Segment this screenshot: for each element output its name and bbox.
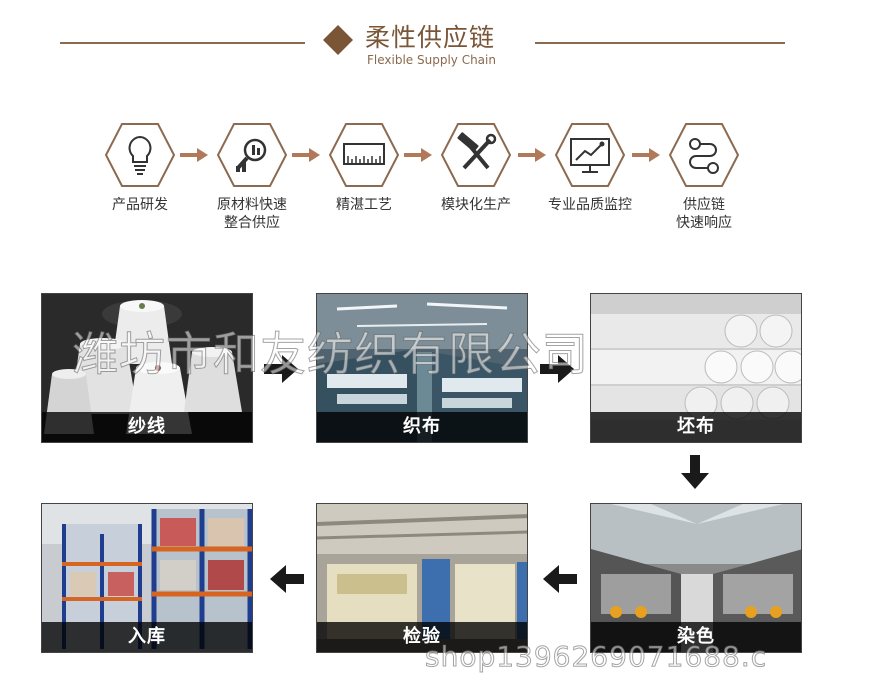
arrow-right-icon [518, 148, 546, 162]
ruler-icon [328, 122, 400, 188]
magnifier-icon [216, 122, 288, 188]
arrow-left-icon [270, 565, 304, 593]
header-line-left [60, 42, 305, 44]
arrow-right-icon [292, 148, 320, 162]
arrow-right-icon [540, 355, 574, 383]
arrow-left-icon [543, 565, 577, 593]
step-label-5: 专业品质监控 [548, 197, 632, 213]
arrow-right-icon [632, 148, 660, 162]
step-label-6: 供应链快速响应 [676, 197, 732, 231]
step-label-1: 产品研发 [112, 197, 168, 213]
photo-dyeing: 染色 [590, 503, 802, 653]
arrow-right-icon [264, 355, 298, 383]
fabric-rolls-image [591, 294, 801, 442]
flow-caption-yarn: 纱线 [42, 412, 252, 442]
photo-weaving: 织布 [316, 293, 528, 443]
arrow-right-icon [404, 148, 432, 162]
flow-caption-weaving: 织布 [317, 412, 527, 442]
flow-caption-inspection: 检验 [317, 622, 527, 652]
flow-caption-warehouse: 入库 [42, 622, 252, 652]
monitor-chart-icon [554, 122, 626, 188]
step-label-4: 模块化生产 [441, 197, 511, 213]
tools-icon [440, 122, 512, 188]
flow-caption-dyeing: 染色 [591, 622, 801, 652]
diamond-icon [323, 25, 353, 55]
arrow-right-icon [180, 148, 208, 162]
photo-warehouse: 入库 [41, 503, 253, 653]
lightbulb-icon [104, 122, 176, 188]
photo-greige: 坯布 [590, 293, 802, 443]
route-icon [668, 122, 740, 188]
arrow-down-icon [681, 455, 709, 489]
step-label-3: 精湛工艺 [336, 197, 392, 213]
section-title: 柔性供应链 [365, 23, 496, 52]
flow-caption-greige: 坯布 [591, 412, 801, 442]
header-line-right [535, 42, 785, 44]
photo-inspection: 检验 [316, 503, 528, 653]
photo-yarn: 纱线 [41, 293, 253, 443]
section-subtitle: Flexible Supply Chain [367, 53, 496, 67]
step-label-2: 原材料快速整合供应 [217, 197, 287, 231]
